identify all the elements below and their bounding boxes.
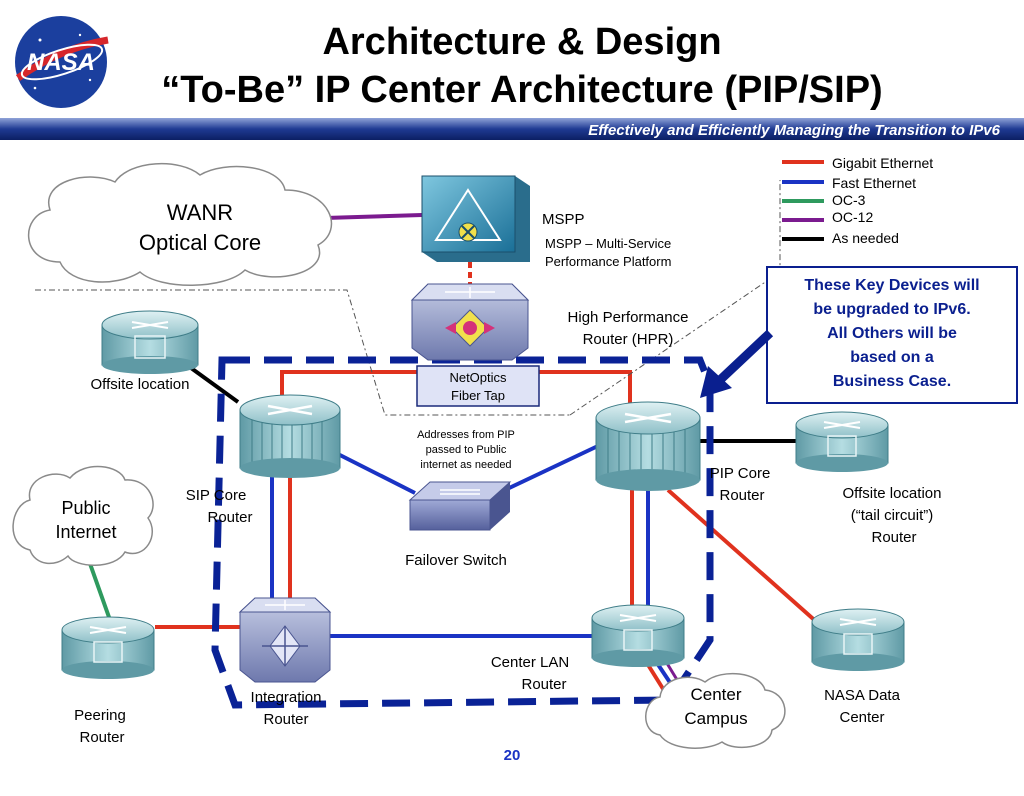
upgrade-callout: These Key Devices will be upgraded to IP…: [766, 266, 1018, 404]
slide-title-line1: Architecture & Design: [322, 21, 721, 63]
guide-line-hpr-right: [569, 180, 781, 416]
mspp-desc-line1: MSPP – Multi-Service: [545, 236, 671, 251]
nasa-logo-text: NASA: [27, 49, 95, 76]
nasa-dc-line1: NASA Data: [824, 687, 901, 704]
legend-label-fast-ethernet: Fast Ethernet: [832, 175, 916, 191]
page-number: 20: [504, 747, 521, 764]
sip-line1: SIP Core: [186, 487, 247, 504]
wanr-line2: Optical Core: [139, 230, 261, 255]
integration-line2: Router: [263, 711, 308, 728]
link-switch-pip: [504, 443, 601, 492]
offsite-right-line2: (“tail circuit”): [851, 507, 934, 524]
public-line2: Internet: [55, 522, 116, 542]
legend-label-oc3: OC-3: [832, 192, 866, 208]
link-sip-switch: [329, 448, 416, 495]
cloud-public-internet: Public Internet: [12, 465, 154, 566]
nasa-dc-line2: Center: [839, 709, 884, 726]
netoptics-line1: NetOptics: [449, 370, 507, 385]
pip-core-router: [595, 401, 701, 491]
legend-label-as-needed: As needed: [832, 230, 899, 246]
public-line1: Public: [61, 498, 110, 518]
failover-label: Failover Switch: [405, 552, 507, 569]
addresses-line2: passed to Public: [426, 444, 507, 456]
mspp-label: MSPP: [542, 211, 585, 228]
addresses-line3: internet as needed: [420, 459, 511, 471]
callout-arrow: [700, 329, 774, 398]
hpr-device: [410, 283, 530, 361]
peering-line1: Peering: [74, 707, 126, 724]
guide-line-hpr-left: [35, 289, 570, 416]
integration-router: [238, 597, 332, 683]
pip-line2: Router: [719, 487, 764, 504]
lan-line1: Center LAN: [491, 654, 569, 671]
offsite-right-line3: Router: [871, 529, 916, 546]
mspp-desc-line2: Performance Platform: [545, 254, 671, 269]
cloud-wanr: WANR Optical Core: [27, 162, 333, 286]
sip-core-router: [239, 394, 341, 478]
offsite-left-label: Offsite location: [91, 376, 190, 393]
netoptics-line2: Fiber Tap: [451, 388, 505, 403]
legend-label-gigabit: Gigabit Ethernet: [832, 155, 933, 171]
callout-line5: Business Case.: [833, 373, 951, 390]
sip-line2: Router: [207, 509, 252, 526]
netoptics-fiber-tap: NetOptics Fiber Tap: [416, 365, 540, 407]
header-subtitle: Effectively and Efficiently Managing the…: [588, 122, 1000, 139]
legend-label-oc12: OC-12: [832, 209, 873, 225]
wanr-line1: WANR: [167, 200, 233, 225]
mspp-device: [421, 175, 530, 262]
hpr-line1: High Performance: [568, 309, 689, 326]
offsite-right-router: [795, 411, 889, 472]
callout-line1: These Key Devices will: [804, 277, 979, 294]
integration-line1: Integration: [251, 689, 322, 706]
offsite-left-router: [101, 310, 199, 374]
failover-switch: [408, 481, 512, 531]
offsite-right-line1: Offsite location: [843, 485, 942, 502]
cloud-center-campus: Center Campus: [645, 672, 786, 749]
link-pip-nasa-dc: [666, 488, 822, 627]
callout-line3: All Others will be: [827, 325, 957, 342]
nasa-logo: NASA: [15, 16, 109, 108]
header-band: [0, 118, 1024, 140]
slide-title-line2: “To-Be” IP Center Architecture (PIP/SIP): [161, 69, 882, 111]
callout-line4: based on a: [850, 349, 934, 366]
campus-line2: Campus: [684, 709, 747, 728]
link-wanr-mspp: [324, 213, 423, 220]
nasa-data-center-router: [811, 608, 905, 671]
legend: Gigabit Ethernet Fast Ethernet OC-3 OC-1…: [782, 155, 933, 246]
addresses-line1: Addresses from PIP: [417, 429, 515, 441]
key-devices-boundary: [211, 356, 714, 709]
peering-router: [61, 616, 155, 679]
peering-line2: Router: [79, 729, 124, 746]
link-public-peering: [86, 557, 112, 621]
campus-line1: Center: [690, 685, 741, 704]
hpr-line2: Router (HPR): [583, 331, 674, 348]
center-lan-router: [591, 604, 685, 667]
pip-line1: PIP Core: [710, 465, 771, 482]
callout-line2: be upgraded to IPv6.: [813, 301, 970, 318]
lan-line2: Router: [521, 676, 566, 693]
